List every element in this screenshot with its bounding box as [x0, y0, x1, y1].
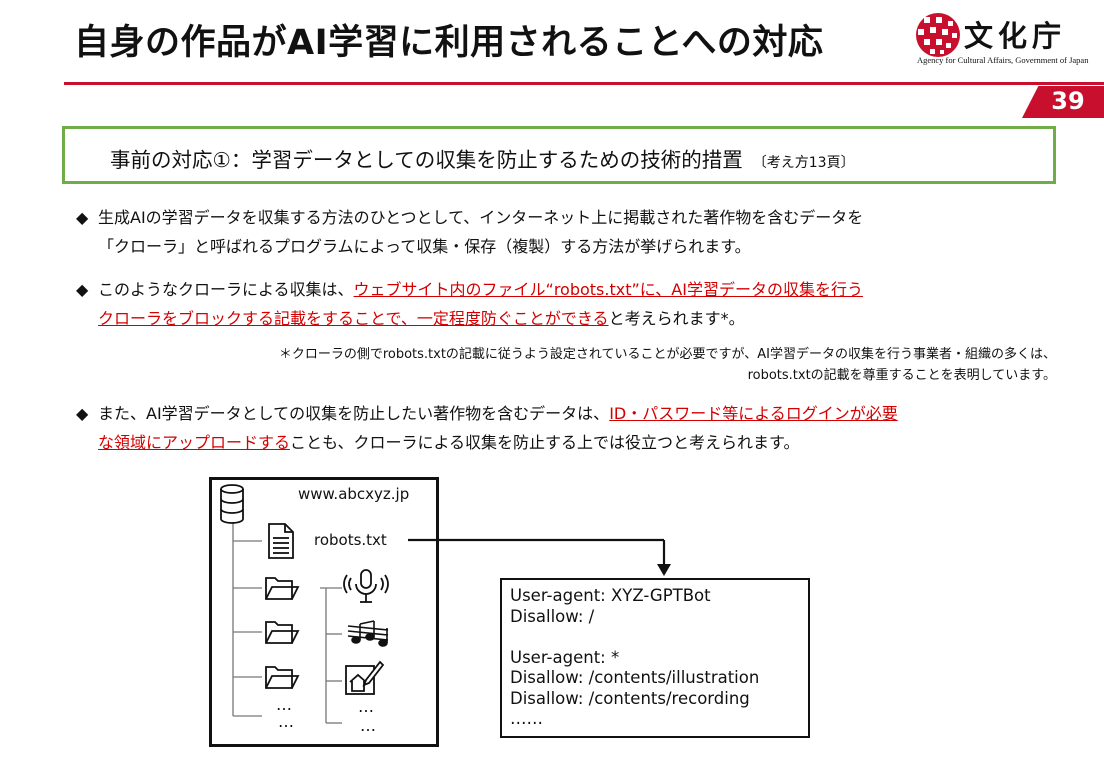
bullet-text: また、AI学習データとしての収集を防止したい著作物を含むデータは、: [98, 404, 610, 423]
section-heading-box: [62, 126, 1056, 184]
bullet-crawler-collection: ◆ 生成AIの学習データを収集する方法のひとつとして、インターネット上に掲載され…: [76, 203, 1066, 261]
diamond-bullet-icon: ◆: [76, 404, 89, 423]
bullet-text: このようなクローラによる収集は、: [98, 280, 354, 299]
robots-line: Disallow: /: [510, 606, 595, 626]
tree-lines: [232, 522, 342, 724]
robots-line: Disallow: /contents/illustration: [510, 668, 760, 687]
bullet-text-line: 生成AIの学習データを収集する方法のひとつとして、インターネット上に掲載された著…: [98, 208, 864, 227]
more-items-ellipsis: …: [276, 695, 293, 714]
section-heading: 事前の対応①：学習データとしての収集を防止するための技術的措置〔考え方13頁〕: [110, 143, 855, 173]
emphasis-text: な領域にアップロードする: [98, 433, 291, 452]
agency-logo-text: 文化庁: [964, 19, 1067, 53]
page-title: 自身の作品がAI学習に利用されることへの対応: [74, 23, 824, 63]
robots-line: Disallow: /contents/recording: [510, 688, 750, 708]
folder-icon: [265, 577, 300, 600]
robots-line: User-agent: *: [510, 647, 620, 667]
folder-icon: [265, 621, 300, 644]
more-items-ellipsis: …: [278, 712, 295, 731]
bullet-text-line: また、AI学習データとしての収集を防止したい著作物を含むデータは、ID・パスワー…: [76, 399, 1066, 428]
bullet-login-area: ◆ また、AI学習データとしての収集を防止したい著作物を含むデータは、ID・パス…: [76, 399, 1066, 457]
bullet-text-line: な領域にアップロードすることも、クローラによる収集を防止する上では役立つと考えら…: [76, 428, 1066, 457]
section-heading-text: 事前の対応①：学習データとしての収集を防止するための技術的措置: [110, 148, 743, 172]
diamond-bullet-icon: ◆: [76, 280, 89, 299]
section-reference: 〔考え方13頁〕: [752, 155, 855, 171]
bullet-text-line: クローラをブロックする記載をすることで、一定程度防ぐことができると考えられます*…: [76, 304, 1066, 333]
robots-content: User-agent: XYZ-GPTBot Disallow: / User-…: [510, 586, 759, 730]
database-icon: [220, 484, 244, 524]
bullet-text: と考えられます*。: [608, 309, 745, 328]
robots-line: ……: [510, 709, 543, 728]
diamond-bullet-icon: ◆: [76, 208, 89, 227]
agency-logo-subtitle: Agency for Cultural Affairs, Government …: [917, 55, 1089, 65]
robots-content-box: [500, 578, 810, 738]
emphasis-text: クローラをブロックする記載をすることで、一定程度防ぐことができる: [98, 309, 609, 328]
arrow-connector: [408, 538, 671, 576]
more-items-ellipsis: …: [360, 716, 377, 735]
bullet-text-line: このようなクローラによる収集は、ウェブサイト内のファイル“robots.txt”…: [76, 275, 1066, 304]
folder-icon: [265, 666, 300, 689]
bullet-robots-txt: ◆ このようなクローラによる収集は、ウェブサイト内のファイル“robots.tx…: [76, 275, 1066, 333]
website-box: [209, 477, 439, 747]
footnote-line: ＊クローラの側でrobots.txtの記載に従うよう設定されていることが必要です…: [278, 347, 1056, 362]
title-underline: [64, 82, 1104, 85]
bullet-text-line: 「クローラ」と呼ばれるプログラムによって収集・保存（複製）する方法が挙げられます…: [98, 237, 751, 256]
emphasis-text: ID・パスワード等によるログインが必要: [609, 404, 898, 423]
bullet-text: ことも、クローラによる収集を防止する上では役立つと考えられます。: [290, 433, 800, 452]
microphone-icon: [343, 569, 389, 603]
page-number: 39: [1051, 87, 1085, 115]
footnote-line: robots.txtの記載を尊重することを表明しています。: [747, 368, 1056, 383]
more-items-ellipsis: …: [358, 697, 375, 716]
footnote: ＊クローラの側でrobots.txtの記載に従うよう設定されていることが必要です…: [126, 344, 1056, 386]
agency-logo-icon: [916, 13, 960, 57]
document-icon: [268, 523, 294, 559]
emphasis-text: ウェブサイト内のファイル“robots.txt”に、AI学習データの収集を行う: [353, 280, 863, 299]
music-notes-icon: [347, 620, 389, 647]
robots-line: User-agent: XYZ-GPTBot: [510, 586, 711, 605]
site-url: www.abcxyz.jp: [298, 485, 410, 503]
robots-file-label: robots.txt: [314, 531, 387, 549]
illustration-icon: [345, 660, 385, 695]
